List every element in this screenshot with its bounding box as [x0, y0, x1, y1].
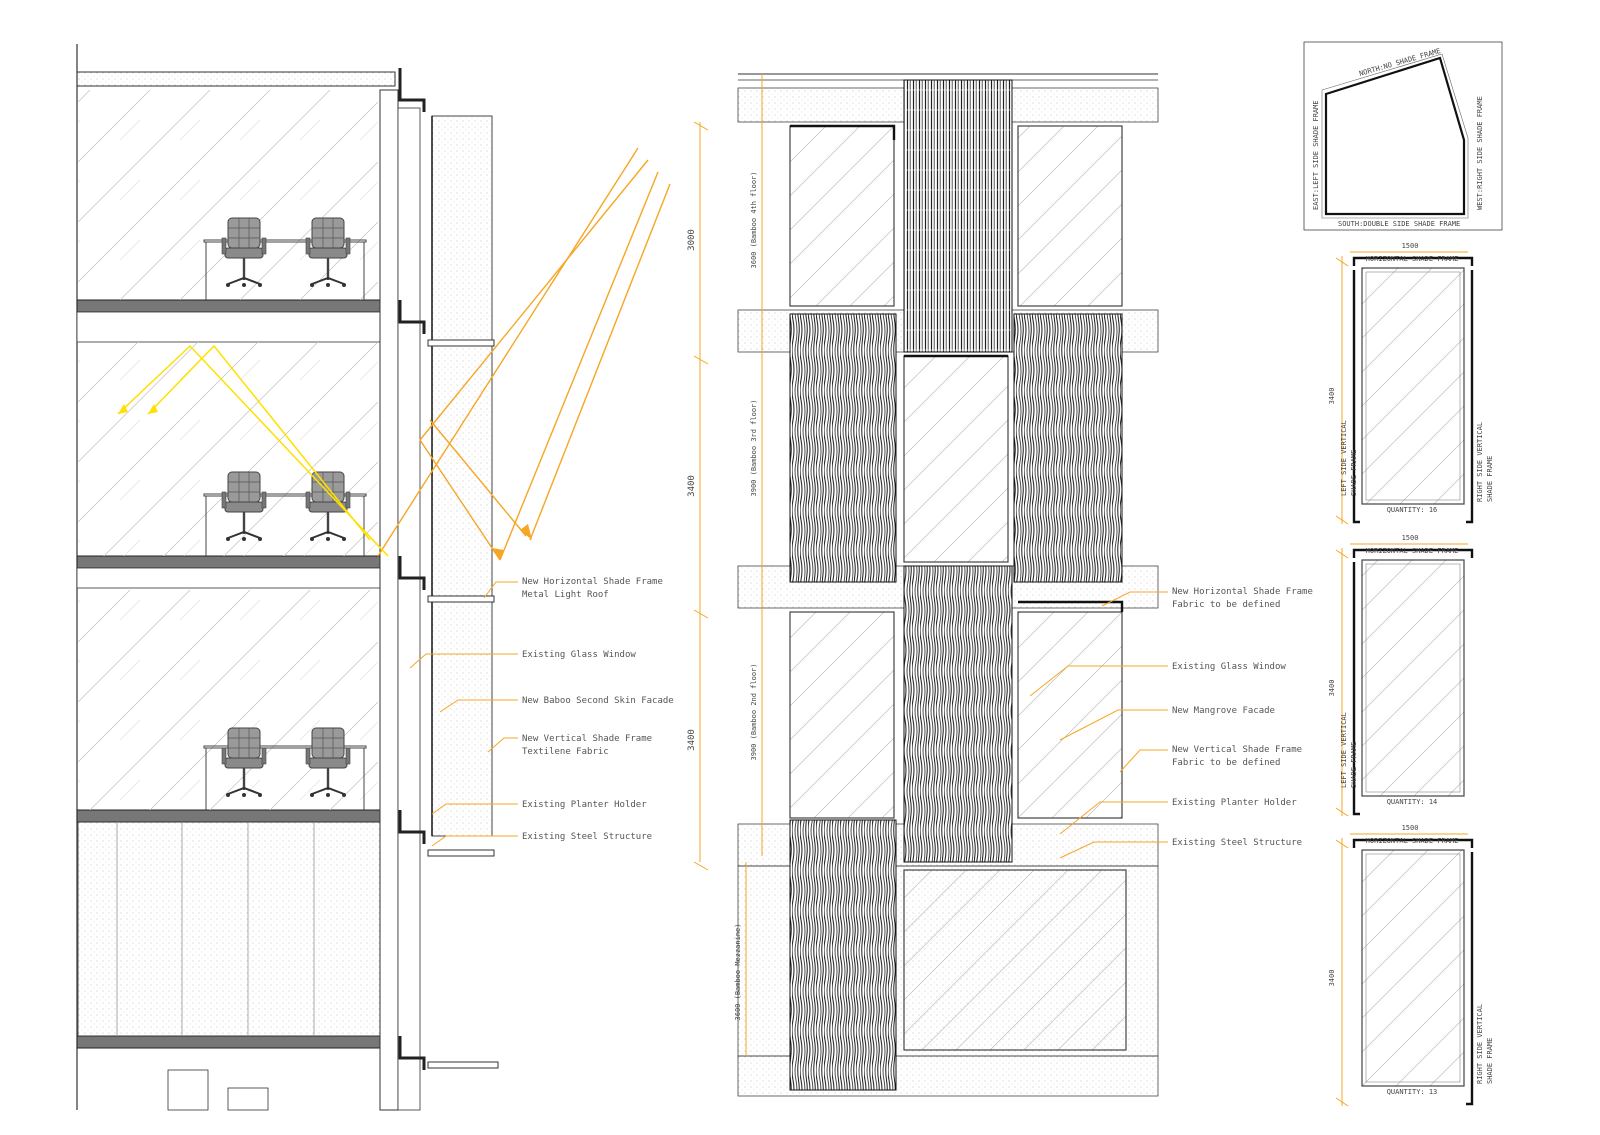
frame-right-label: SHADE FRAME [1486, 456, 1494, 502]
frame-left-label: SHADE FRAME [1350, 742, 1358, 788]
annotation: New Horizontal Shade Frame Fabric to be … [1101, 587, 1313, 610]
section-annotations: New Horizontal Shade Frame Metal Light R… [409, 577, 674, 847]
annotation: New Vertical Shade Frame Textilene Fabri… [487, 734, 652, 757]
frame-width-label: 1500 [1402, 534, 1419, 542]
annotation-text: New Horizontal Shade Frame [1172, 587, 1313, 597]
dimension-label: 3400 [687, 729, 697, 751]
annotation-text: Fabric to be defined [1172, 758, 1280, 768]
annotation-text: Textilene Fabric [522, 747, 609, 757]
annotation-text: New Mangrove Facade [1172, 706, 1275, 716]
glass-panel [1361, 849, 1465, 1087]
annotation: Existing Glass Window [1029, 662, 1286, 697]
dimension-label: 3600 (Bamboo Mezzanine) [734, 924, 742, 1021]
annotation-text: New Horizontal Shade Frame [522, 577, 663, 587]
annotation: Existing Planter Holder [1059, 798, 1297, 835]
annotation: Existing Glass Window [409, 650, 636, 669]
annotation-text: Metal Light Roof [522, 590, 609, 600]
frame-right-label: RIGHT SIDE VERTICAL [1476, 1004, 1484, 1084]
frame-width-label: 1500 [1402, 824, 1419, 832]
annotation-text: Existing Glass Window [522, 650, 636, 660]
key-plan: NORTH:NO SHADE FRAME EAST:LEFT SIDE SHAD… [1303, 41, 1503, 231]
annotation-text: Existing Steel Structure [1172, 838, 1302, 848]
dimension-label: 3000 [687, 229, 697, 251]
frame-top-label: HORIZONTAL SHADE FRAME [1366, 837, 1459, 845]
dimension-lines [693, 74, 763, 1056]
annotation-text: New Baboo Second Skin Facade [522, 696, 674, 706]
annotation-text: Existing Steel Structure [522, 832, 652, 842]
frame-right-label: SHADE FRAME [1486, 1038, 1494, 1084]
key-plan-east: EAST:LEFT SIDE SHADE FRAME [1312, 100, 1320, 210]
dimension-label: 3400 [687, 475, 697, 497]
facade-elevation: 3000 3400 3400 3600 (Bamboo 4th floor) 3… [687, 73, 1159, 1097]
frame-right-label: RIGHT SIDE VERTICAL [1476, 422, 1484, 502]
building-section [76, 44, 671, 1111]
dimension-label: 3600 (Bamboo 4th floor) [750, 172, 758, 269]
frame-quantity: QUANTITY: 16 [1387, 506, 1438, 514]
annotation-text: Fabric to be defined [1172, 600, 1280, 610]
frame-left-label: SHADE FRAME [1350, 450, 1358, 496]
annotation: New Vertical Shade Frame Fabric to be de… [1119, 745, 1302, 773]
frame-left-label: LEFT SIDE VERTICAL [1340, 420, 1348, 496]
sun-rays [377, 147, 671, 561]
annotation: Existing Planter Holder [431, 800, 647, 815]
frame-height-label: 3400 [1328, 970, 1336, 987]
frame-top-label: HORIZONTAL SHADE FRAME [1366, 547, 1459, 555]
glass-panel [1361, 559, 1465, 797]
annotation: New Baboo Second Skin Facade [439, 696, 674, 713]
frame-quantity: QUANTITY: 14 [1387, 798, 1438, 806]
frame-left-label: LEFT SIDE VERTICAL [1340, 712, 1348, 788]
elevation-annotations: New Horizontal Shade Frame Fabric to be … [1029, 587, 1313, 859]
frame-quantity: QUANTITY: 13 [1387, 1088, 1438, 1096]
annotation: New Horizontal Shade Frame Metal Light R… [483, 577, 663, 600]
key-plan-west: WEST:RIGHT SIDE SHADE FRAME [1476, 96, 1484, 210]
dimension-label: 3900 (Bamboo 2nd floor) [750, 664, 758, 761]
reflected-light [117, 344, 389, 557]
key-plan-south: SOUTH:DOUBLE SIDE SHADE FRAME [1338, 220, 1460, 228]
frame-top-label: HORIZONTAL SHADE FRAME [1366, 255, 1459, 263]
annotation: New Mangrove Facade [1059, 706, 1275, 741]
annotation-text: New Vertical Shade Frame [1172, 745, 1302, 755]
dimension-label: 3900 (Bamboo 3rd floor) [750, 400, 758, 497]
annotation: Existing Steel Structure [1059, 838, 1302, 859]
annotation-text: Existing Planter Holder [1172, 798, 1297, 808]
glass-panel [1361, 267, 1465, 505]
annotation-text: Existing Glass Window [1172, 662, 1286, 672]
frame-width-label: 1500 [1402, 242, 1419, 250]
annotation: Existing Steel Structure [431, 832, 652, 847]
frame-height-label: 3400 [1328, 680, 1336, 697]
annotation-text: New Vertical Shade Frame [522, 734, 652, 744]
frame-height-label: 3400 [1328, 388, 1336, 405]
annotation-text: Existing Planter Holder [522, 800, 647, 810]
